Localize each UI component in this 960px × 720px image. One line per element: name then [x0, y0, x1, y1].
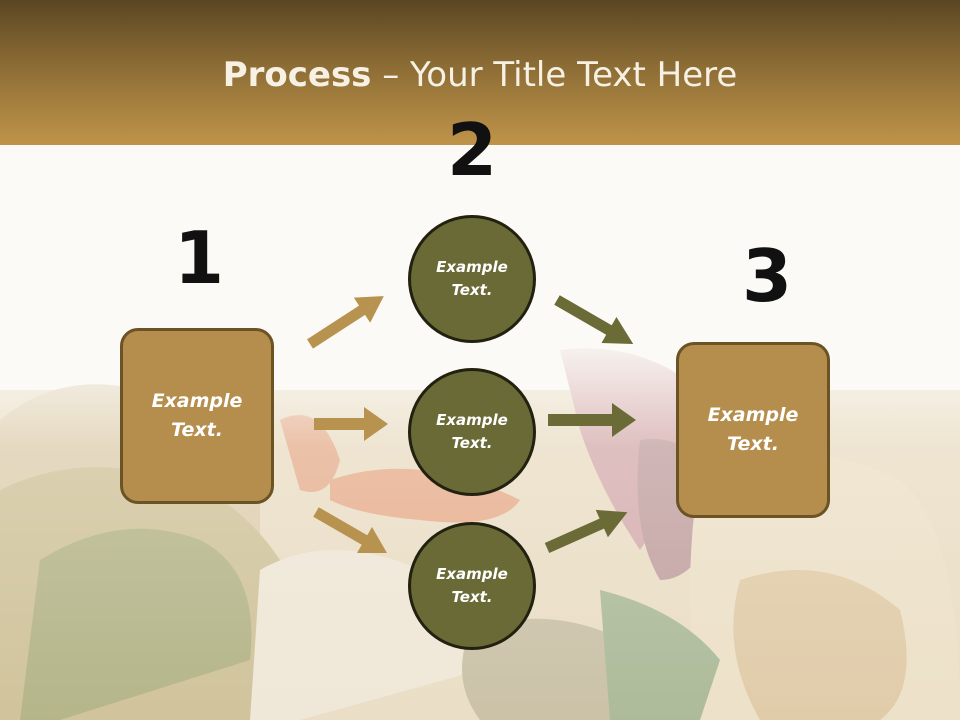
process-box-right[interactable]: Example Text.	[676, 342, 830, 518]
step-number-1: 1	[173, 216, 225, 300]
title-bar	[0, 0, 960, 145]
arrow-left-to-middle	[314, 407, 388, 441]
process-circle-bottom[interactable]: Example Text.	[408, 522, 536, 650]
process-circle-top-label: Example Text.	[436, 258, 508, 299]
process-box-right-label: Example Text.	[707, 404, 799, 455]
process-circle-middle-label: Example Text.	[436, 411, 508, 452]
title-bold: Process	[222, 55, 372, 95]
process-circle-bottom-label: Example Text.	[436, 565, 508, 606]
step-number-2: 2	[446, 108, 498, 192]
step-number-3: 3	[741, 234, 793, 318]
slide-title: Process – Your Title Text Here	[0, 54, 960, 96]
process-circle-top[interactable]: Example Text.	[408, 215, 536, 343]
arrow-middle-to-right	[548, 403, 636, 437]
process-box-left-label: Example Text.	[151, 390, 243, 441]
process-circle-middle[interactable]: Example Text.	[408, 368, 536, 496]
title-rest: – Your Title Text Here	[371, 55, 738, 95]
process-box-left[interactable]: Example Text.	[120, 328, 274, 504]
arrow-left-to-bottom	[313, 507, 388, 553]
arrow-bottom-to-right	[544, 509, 628, 554]
arrow-left-to-top	[307, 296, 384, 349]
arrow-top-to-right	[554, 295, 634, 344]
